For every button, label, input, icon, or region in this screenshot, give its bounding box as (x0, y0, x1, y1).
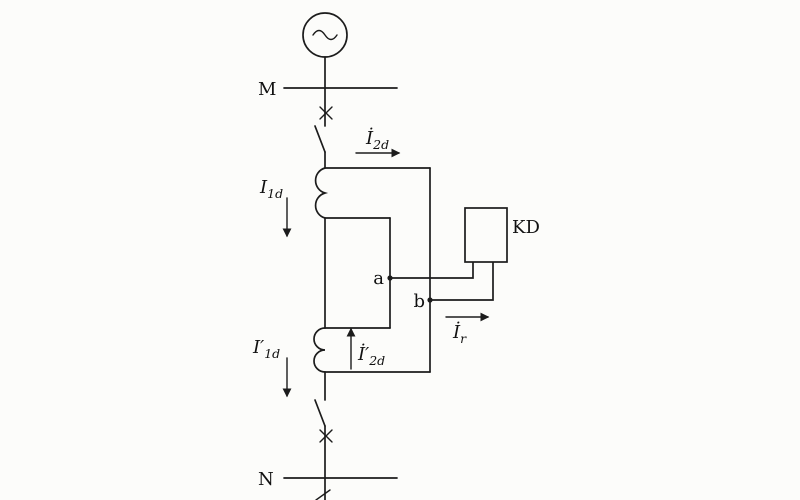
switch-top-blade (314, 125, 326, 153)
relay-label: KD (512, 217, 540, 238)
bus-n-label: N (258, 469, 274, 490)
relay-lead-b (429, 261, 494, 301)
i2d-label: İ2d (365, 126, 389, 152)
bus-m-label: M (258, 79, 276, 100)
ct-upper-icon (314, 167, 329, 219)
switch-bottom-blade (314, 399, 326, 427)
i1d-label: I1d (259, 177, 283, 201)
ac-source-wave-icon (312, 29, 338, 41)
breaker-bottom-x-icon (319, 429, 333, 443)
breaker-top-x-icon (319, 106, 333, 120)
i2d-prime-label: İ′2d (357, 342, 385, 368)
bottom-tick (315, 489, 331, 500)
ct-lower-icon (313, 327, 326, 373)
node-a-label: a (373, 268, 384, 289)
relay-lead-a (389, 261, 474, 279)
i1d-prime-label: I′1d (252, 337, 280, 361)
relay-box (464, 207, 508, 263)
node-b-label: b (413, 291, 425, 312)
ir-label: İr (452, 320, 467, 346)
